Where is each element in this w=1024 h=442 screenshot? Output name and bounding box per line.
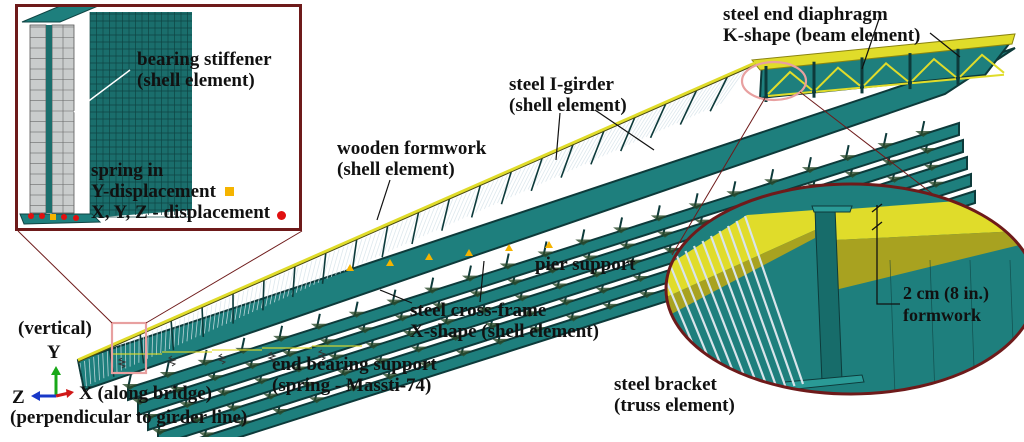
steel-bracket-truss — [340, 245, 348, 273]
label-line: steel cross-frame — [410, 300, 599, 321]
steel-bracket-truss — [371, 231, 380, 260]
label-line: X-shape (shell element) — [410, 321, 599, 342]
steel-bracket-truss — [489, 177, 503, 207]
zoom-girder-top-flange — [812, 206, 852, 212]
girder-stiffener — [263, 278, 264, 310]
label-line: K-shape (beam element) — [723, 25, 920, 46]
label-line: formwork — [903, 304, 989, 326]
label-pier-support: pier support — [535, 254, 635, 275]
axis-z-note: (perpendicular to girder line) — [10, 407, 247, 428]
steel-bracket-truss — [462, 189, 475, 219]
axis-z-label: Z — [12, 387, 25, 408]
steel-bracket-truss — [358, 237, 367, 265]
steel-i-girder-leader-1 — [556, 113, 560, 160]
steel-bracket-truss — [362, 235, 371, 263]
legend-title: spring in — [91, 160, 286, 181]
axis-y-note: (vertical) — [18, 318, 92, 339]
inset-connector-line — [18, 231, 112, 323]
label-line: steel bracket — [614, 374, 735, 395]
circle-marker-icon — [277, 211, 286, 220]
label-line: wooden formwork — [337, 138, 486, 159]
spring-legend: spring in Y-displacement X, Y, Z - displ… — [91, 160, 286, 223]
square-marker-icon — [225, 187, 234, 196]
axis-y-arrowhead — [51, 366, 61, 375]
label-line: bearing stiffener — [137, 49, 272, 70]
steel-bracket-truss — [441, 199, 453, 228]
legend-item-label: Y-displacement — [91, 181, 216, 202]
steel-bracket-truss — [454, 193, 467, 223]
wooden-formwork-leader — [377, 180, 390, 220]
steel-bracket-truss — [449, 195, 462, 224]
steel-bracket-truss — [480, 181, 494, 211]
label-line: (spring - Massti-74) — [272, 375, 437, 396]
label-end-bearing-support: end bearing support (spring - Massti-74) — [272, 354, 437, 396]
legend-item-label: X, Y, Z - displacement — [91, 202, 270, 223]
steel-bracket-truss — [484, 179, 498, 209]
label-line: end bearing support — [272, 354, 437, 375]
label-line: steel I-girder — [509, 74, 627, 95]
label-line: steel end diaphragm — [723, 4, 920, 25]
label-wooden-formwork: wooden formwork (shell element) — [337, 138, 486, 180]
label-line: (truss element) — [614, 395, 735, 416]
label-line: (shell element) — [509, 95, 627, 116]
steel-bracket-truss — [458, 191, 471, 221]
label-steel-i-girder: steel I-girder (shell element) — [509, 74, 627, 116]
label-steel-cross-frame: steel cross-frame X-shape (shell element… — [410, 300, 599, 342]
axis-x-arrowhead — [66, 389, 74, 398]
coordinate-axes — [31, 366, 74, 401]
label-line: (shell element) — [337, 159, 486, 180]
legend-item-xyz-displacement: X, Y, Z - displacement — [91, 202, 286, 223]
axis-y-label: Y — [47, 342, 61, 363]
label-line: pier support — [535, 254, 635, 275]
label-bearing-stiffener: bearing stiffener (shell element) — [137, 49, 272, 91]
axis-z-arrowhead — [31, 391, 40, 401]
label-steel-bracket: steel bracket (truss element) — [614, 374, 735, 416]
label-steel-end-diaphragm: steel end diaphragm K-shape (beam elemen… — [723, 4, 920, 46]
label-formwork-thickness: 2 cm (8 in.) formwork — [903, 282, 989, 326]
steel-bracket-truss — [366, 233, 375, 261]
legend-item-y-displacement: Y-displacement — [91, 181, 286, 202]
label-line: 2 cm (8 in.) — [903, 282, 989, 304]
axis-x-label: X (along bridge) — [79, 383, 212, 404]
label-line: (shell element) — [137, 70, 272, 91]
